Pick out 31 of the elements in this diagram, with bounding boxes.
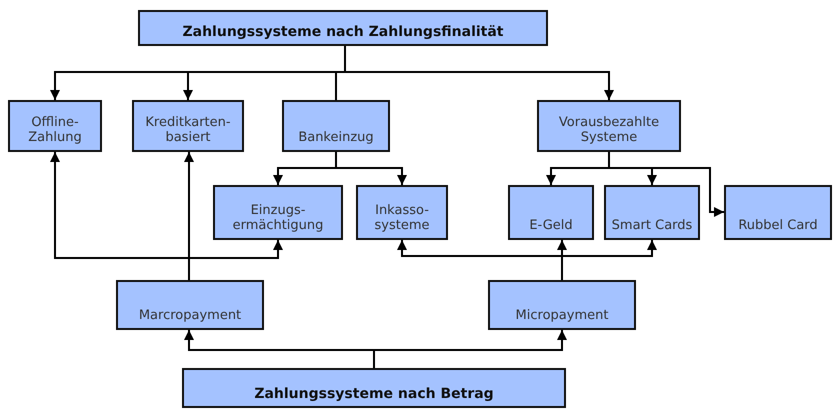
category-box	[116, 280, 264, 330]
box-label: Marcropayment	[138, 308, 242, 324]
box-label: Smart Cards	[612, 218, 692, 234]
connector-arrow	[188, 240, 283, 280]
box-label: Micropayment	[516, 308, 608, 324]
category-box	[282, 100, 390, 152]
category-box	[8, 100, 102, 152]
connector-arrow	[335, 152, 407, 185]
category-box	[213, 185, 343, 240]
connector-arrow	[344, 46, 614, 100]
category-box	[724, 185, 832, 240]
category-box	[604, 185, 700, 240]
box-label: Inkasso-systeme	[374, 202, 430, 234]
category-box	[132, 100, 244, 152]
box-label: Vorausbezahlte Systeme	[558, 114, 660, 146]
category-box	[356, 185, 448, 240]
box-label: Bankeinzug	[298, 130, 374, 146]
box-label: Kreditkarten-basiert	[144, 114, 232, 146]
category-box	[182, 368, 566, 408]
box-label: Zahlungssysteme nach Betrag	[254, 386, 494, 403]
category-box	[508, 185, 594, 240]
box-label: Offline-Zahlung	[27, 114, 83, 146]
box-label: Zahlungssysteme nach Zahlungsfinalität	[182, 24, 504, 41]
box-label: Einzugs-ermächtigung	[232, 202, 324, 234]
connector-arrow	[561, 240, 657, 280]
connector-arrow	[373, 330, 567, 368]
box-label: Rubbel Card	[738, 218, 818, 234]
box-label: E-Geld	[529, 218, 573, 234]
category-box	[537, 100, 681, 152]
category-box	[488, 280, 636, 330]
category-box	[138, 10, 548, 46]
